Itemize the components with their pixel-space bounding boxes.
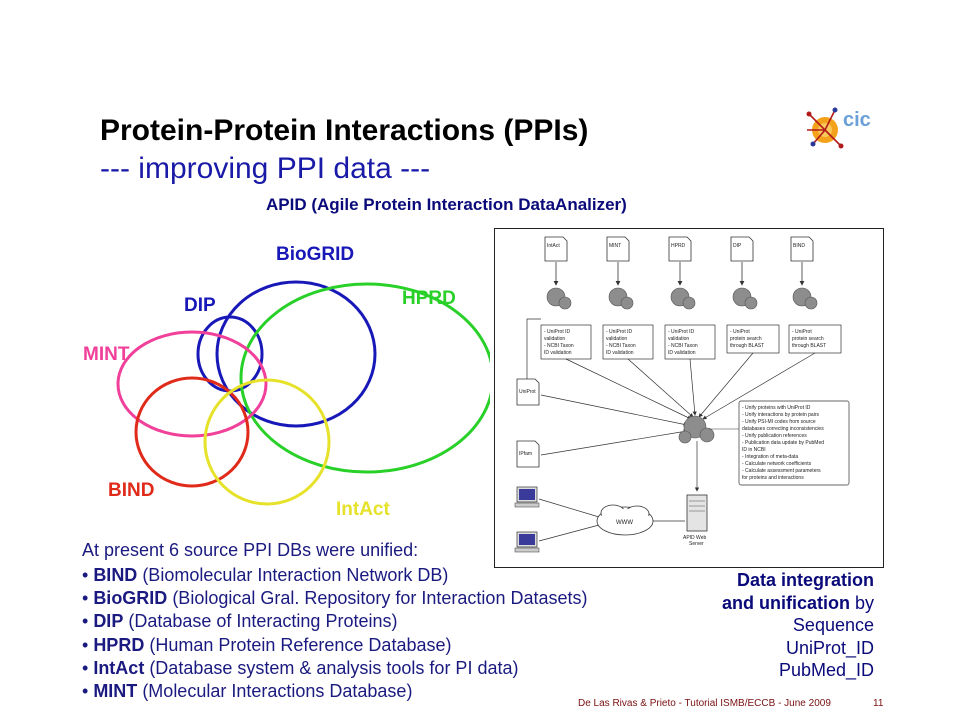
list-item: • IntAct (Database system & analysis too…: [82, 657, 519, 678]
intact-label: IntAct: [336, 499, 391, 520]
list-item: • BioGRID (Biological Gral. Repository f…: [82, 588, 588, 609]
mint-label: MINT: [83, 344, 130, 365]
source-doc-intact: IntAct: [544, 236, 568, 262]
hprd-circle: [239, 282, 490, 474]
biogrid-circle: [215, 280, 377, 428]
source-arrows: [553, 262, 805, 286]
source-doc-hprd: HPRD: [668, 236, 692, 262]
svg-text:- Unify PSI-MI codes from sour: - Unify PSI-MI codes from source: [742, 419, 816, 425]
svg-text:- Unify publication references: - Unify publication references: [742, 433, 807, 439]
step-box-2: - UniProt ID validation - NCBI Taxon ID …: [602, 324, 654, 360]
integration-caption: Data integration and unification by Sequ…: [690, 569, 874, 682]
svg-text:WWW: WWW: [616, 520, 633, 526]
step-box-1: - UniProt ID validation - NCBI Taxon ID …: [540, 324, 592, 360]
logo-text: cic: [843, 109, 871, 131]
caption-line: by: [849, 592, 874, 613]
svg-text:ID validation: ID validation: [544, 350, 572, 356]
svg-text:HPRD: HPRD: [671, 243, 686, 249]
svg-text:ID in NCBI: ID in NCBI: [742, 447, 766, 453]
caption-line: Sequence: [792, 615, 874, 635]
biogrid-label: BioGRID: [276, 244, 354, 265]
side-doc-ipfam: IPfam: [516, 440, 540, 468]
svg-text:- NCBI Taxon: - NCBI Taxon: [606, 343, 636, 349]
svg-text:IntAct: IntAct: [547, 243, 560, 249]
database-list: • BIND (Biomolecular Interaction Network…: [82, 564, 587, 703]
svg-text:validation: validation: [606, 336, 627, 342]
svg-text:- NCBI Taxon: - NCBI Taxon: [544, 343, 574, 349]
svg-text:protein search: protein search: [792, 336, 824, 342]
page-number: 11: [873, 698, 884, 709]
svg-text:protein search: protein search: [730, 336, 762, 342]
svg-text:- Publication data update by P: - Publication data update by PubMed: [742, 440, 824, 446]
svg-text:- UniProt ID: - UniProt ID: [606, 329, 633, 335]
uniprot-link-line: [526, 318, 541, 379]
source-doc-bind: BIND: [790, 236, 814, 262]
step-box-4: - UniProt protein search through BLAST: [726, 324, 780, 354]
converging-arrows: [540, 352, 816, 456]
svg-text:ID validation: ID validation: [668, 350, 696, 356]
computer-icon-2: [514, 531, 540, 553]
side-doc-uniprot: UniProt: [516, 378, 540, 406]
svg-text:MINT: MINT: [609, 243, 621, 249]
slide-subtitle: --- improving PPI data ---: [100, 152, 431, 185]
www-cloud: WWW: [596, 504, 654, 536]
computer-icon-1: [514, 486, 540, 508]
central-gear-icon: [678, 415, 715, 444]
gear-icons: [546, 287, 818, 310]
svg-text:for proteins and interactions: for proteins and interactions: [742, 475, 804, 481]
svg-text:through BLAST: through BLAST: [730, 343, 764, 349]
svg-text:databases correcting inconsist: databases correcting inconsistencies: [742, 426, 824, 432]
caption-line: UniProt_ID: [785, 637, 874, 658]
venn-diagram: BioGRID DIP HPRD MINT BIND IntAct: [83, 244, 490, 520]
svg-text:through BLAST: through BLAST: [792, 343, 826, 349]
svg-text:validation: validation: [544, 336, 565, 342]
svg-text:APID Web: APID Web: [683, 535, 706, 541]
logo-graphic: [806, 107, 844, 149]
svg-text:- Unify proteins with UniProt: - Unify proteins with UniProt ID: [742, 405, 811, 411]
list-item: • DIP (Database of Interacting Proteins): [82, 611, 398, 632]
svg-text:- UniProt ID: - UniProt ID: [544, 329, 571, 335]
hprd-label: HPRD: [402, 288, 456, 309]
svg-text:ID validation: ID validation: [606, 350, 634, 356]
apid-web-server-icon: APID Web Server: [683, 494, 708, 547]
svg-text:- NCBI Taxon: - NCBI Taxon: [668, 343, 698, 349]
svg-text:- Calculate network coefficien: - Calculate network coefficients: [742, 461, 812, 467]
dip-label: DIP: [184, 295, 216, 316]
svg-text:DIP: DIP: [733, 243, 742, 249]
list-item: • HPRD (Human Protein Reference Database…: [82, 634, 452, 655]
network-lines: [538, 498, 685, 542]
process-box: - Unify proteins with UniProt ID - Unify…: [709, 400, 850, 486]
footer-credit: De Las Rivas & Prieto - Tutorial ISMB/EC…: [578, 698, 831, 709]
apid-heading: APID (Agile Protein Interaction DataAnal…: [266, 195, 627, 214]
slide-title: Protein-Protein Interactions (PPIs): [100, 114, 589, 147]
svg-text:BIND: BIND: [793, 243, 805, 249]
svg-text:- UniProt ID: - UniProt ID: [668, 329, 695, 335]
source-doc-mint: MINT: [606, 236, 630, 262]
svg-text:- UniProt: - UniProt: [730, 329, 750, 335]
caption-line: and unification: [721, 592, 850, 613]
caption-line: PubMed_ID: [778, 660, 874, 680]
list-item: • BIND (Biomolecular Interaction Network…: [82, 565, 449, 585]
mint-circle: [116, 330, 268, 438]
step-box-5: - UniProt protein search through BLAST: [788, 324, 842, 354]
bind-circle: [134, 376, 250, 488]
list-item: • MINT (Molecular Interactions Database): [82, 681, 413, 702]
svg-text:- Unify interactions by protei: - Unify interactions by protein pairs: [742, 412, 819, 418]
svg-text:UniProt: UniProt: [519, 389, 536, 395]
cic-logo: cic: [806, 107, 871, 149]
source-doc-dip: DIP: [730, 236, 754, 262]
svg-text:Server: Server: [689, 541, 704, 547]
bind-label: BIND: [108, 480, 154, 501]
apid-architecture-graphic: IntAct MINT HPRD DIP BIND - UniProt ID v…: [514, 236, 850, 553]
svg-text:- Integration of meta-data: - Integration of meta-data: [742, 454, 798, 460]
svg-text:- Calculate assessment paramet: - Calculate assessment parameters: [742, 468, 821, 474]
step-box-3: - UniProt ID validation - NCBI Taxon ID …: [664, 324, 716, 360]
apid-architecture-diagram: IntAct MINT HPRD DIP BIND - UniProt ID v…: [494, 228, 884, 568]
svg-text:IPfam: IPfam: [519, 451, 532, 457]
intact-circle: [203, 378, 331, 506]
caption-line: Data integration: [736, 570, 874, 590]
svg-text:validation: validation: [668, 336, 689, 342]
svg-text:- UniProt: - UniProt: [792, 329, 812, 335]
intro-text: At present 6 source PPI DBs were unified…: [82, 540, 419, 560]
